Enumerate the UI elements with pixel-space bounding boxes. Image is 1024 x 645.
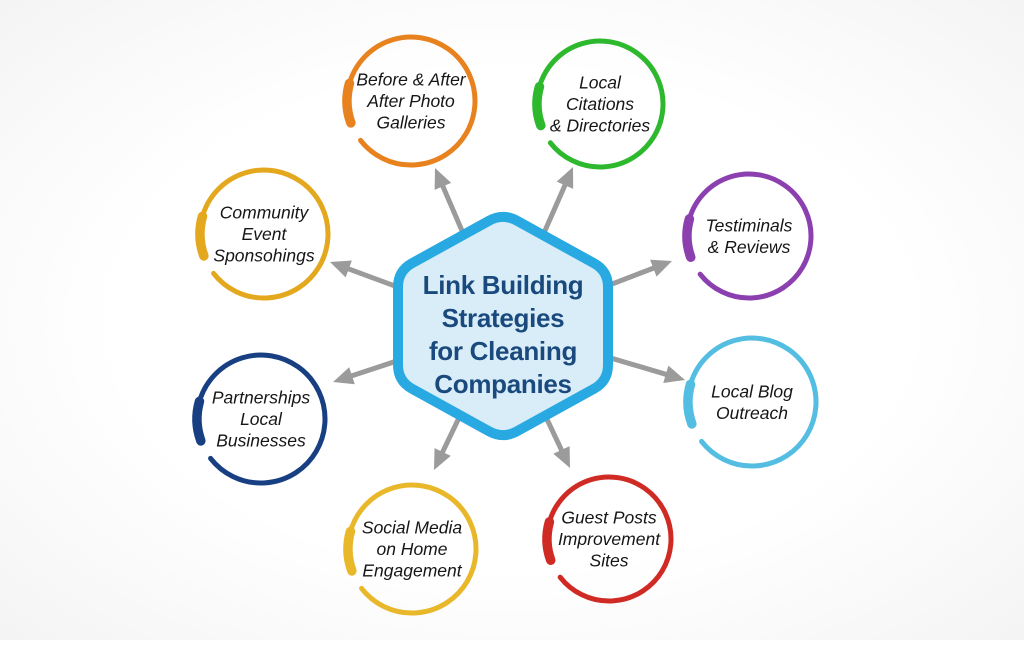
hub-title-line: for Cleaning <box>429 336 577 366</box>
arrow-head-testiminals-reviews <box>650 259 672 277</box>
arrow-head-before-after-photo-galleries <box>434 168 452 190</box>
node-label-line: Sites <box>590 551 629 571</box>
node-ring-bulge-local-citations-directories <box>532 81 546 131</box>
node-label-line: Outreach <box>716 403 788 423</box>
node-label-line: After Photo <box>366 91 455 111</box>
node-ring-local-blog-outreach <box>685 335 819 469</box>
node-label-line: & Reviews <box>708 237 791 257</box>
node-ring-bulge-local-blog-outreach <box>683 379 697 429</box>
node-testiminals-reviews: Testiminals& Reviews <box>682 171 814 301</box>
node-label-line: Local <box>579 73 622 93</box>
node-label-line: Partnerships <box>212 388 310 408</box>
hub-title-line: Companies <box>434 369 571 399</box>
node-ring-bulge-before-after-photo-galleries <box>342 78 356 128</box>
node-ring-bulge-partnerships-local-businesses <box>192 396 206 446</box>
node-label-line: Galleries <box>376 113 445 133</box>
node-ring-social-media-home-engagement <box>345 482 479 616</box>
arrow-head-social-media-home-engagement <box>434 448 451 470</box>
hub-hexagon <box>393 211 613 441</box>
node-ring-guest-posts-improvement-sites <box>544 474 674 604</box>
node-ring-community-event-sponsohings <box>197 167 331 301</box>
node-label-line: Social Media <box>362 518 462 538</box>
node-ring-partnerships-local-businesses <box>194 352 328 486</box>
node-label-line: Local <box>240 409 283 429</box>
hub-title-line: Strategies <box>442 303 565 333</box>
arrow-head-local-blog-outreach <box>663 365 685 383</box>
arrow-head-partnerships-local-businesses <box>333 367 355 385</box>
node-ring-bulge-guest-posts-improvement-sites <box>542 517 556 565</box>
node-label-line: Improvement <box>558 529 661 549</box>
node-ring-before-after-photo-galleries <box>344 34 478 168</box>
node-ring-bulge-social-media-home-engagement <box>343 526 357 576</box>
node-label-line: Event <box>242 224 288 244</box>
node-ring-bulge-community-event-sponsohings <box>195 211 209 261</box>
node-ring-bulge-testiminals-reviews <box>682 214 696 262</box>
arrow-head-community-event-sponsohings <box>330 260 352 278</box>
node-label-line: on Home <box>376 539 447 559</box>
node-label-testiminals-reviews: Testiminals& Reviews <box>706 215 793 257</box>
node-label-line: Engagement <box>362 561 462 581</box>
node-label-line: Testiminals <box>706 215 793 235</box>
node-label-line: Before & After <box>356 70 466 90</box>
node-label-line: Citations <box>566 94 634 114</box>
node-label-line: Businesses <box>216 431 306 451</box>
node-label-line: & Directories <box>550 116 650 136</box>
node-label-line: Sponsohings <box>213 246 314 266</box>
arrow-head-guest-posts-improvement-sites <box>553 446 570 468</box>
node-label-line: Community <box>220 203 310 223</box>
node-ring-testiminals-reviews <box>684 171 814 301</box>
node-label-line: Local Blog <box>711 381 793 401</box>
hub-title-line: Link Building <box>423 270 584 300</box>
node-label-line: Guest Posts <box>561 508 657 528</box>
node-ring-local-citations-directories <box>534 38 666 170</box>
arrow-head-local-citations-directories <box>556 167 574 189</box>
